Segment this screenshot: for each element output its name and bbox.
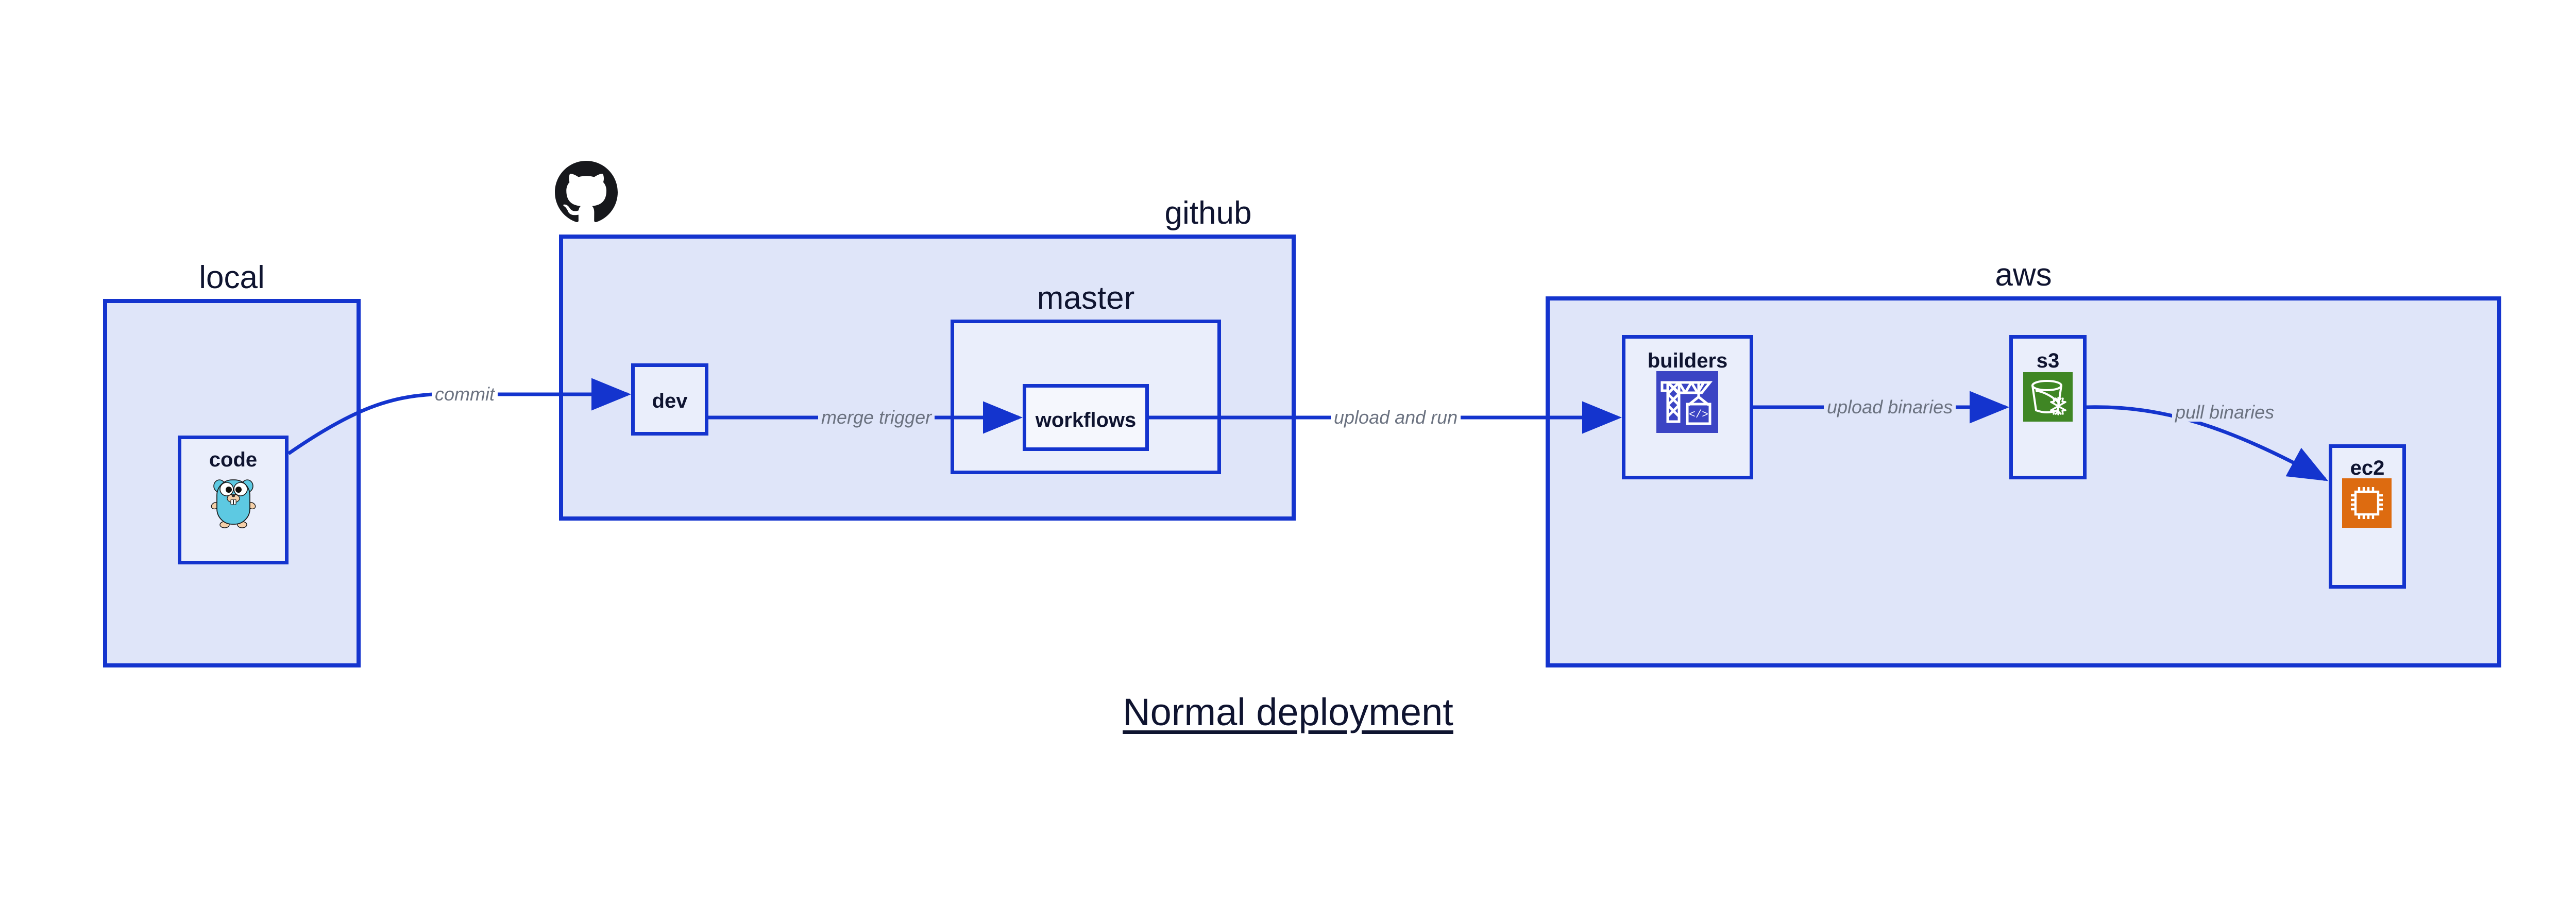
github-octocat-icon (555, 161, 618, 224)
edge-commit-label: commit (432, 385, 498, 404)
node-dev[interactable] (631, 363, 708, 436)
edge-upload-and-run-label: upload and run (1331, 408, 1461, 427)
edge-pull-binaries-label: pull binaries (2172, 403, 2278, 422)
group-github-label: github (1164, 195, 1252, 231)
node-s3-label: s3 (2036, 349, 2060, 372)
group-aws-label: aws (1995, 257, 2052, 293)
node-workflows[interactable] (1023, 384, 1149, 451)
edge-merge-trigger-label: merge trigger (818, 408, 935, 427)
diagram-title: Normal deployment (1123, 691, 1453, 733)
node-builders-label: builders (1647, 349, 1728, 372)
aws-ec2-icon (2342, 478, 2392, 528)
svg-text:</>: </> (1689, 409, 1708, 421)
node-ec2-label: ec2 (2350, 457, 2385, 479)
aws-codebuild-icon: </> (1656, 371, 1718, 433)
group-local-label: local (199, 260, 265, 295)
aws-s3-glacier-icon (2023, 372, 2073, 422)
group-master-label: master (1037, 280, 1135, 316)
node-workflows-label: workflows (1035, 409, 1137, 431)
edge-upload-binaries-label: upload binaries (1824, 398, 1956, 416)
go-gopher-icon (210, 472, 257, 528)
node-dev-label: dev (652, 390, 688, 412)
node-code-label: code (209, 448, 258, 471)
